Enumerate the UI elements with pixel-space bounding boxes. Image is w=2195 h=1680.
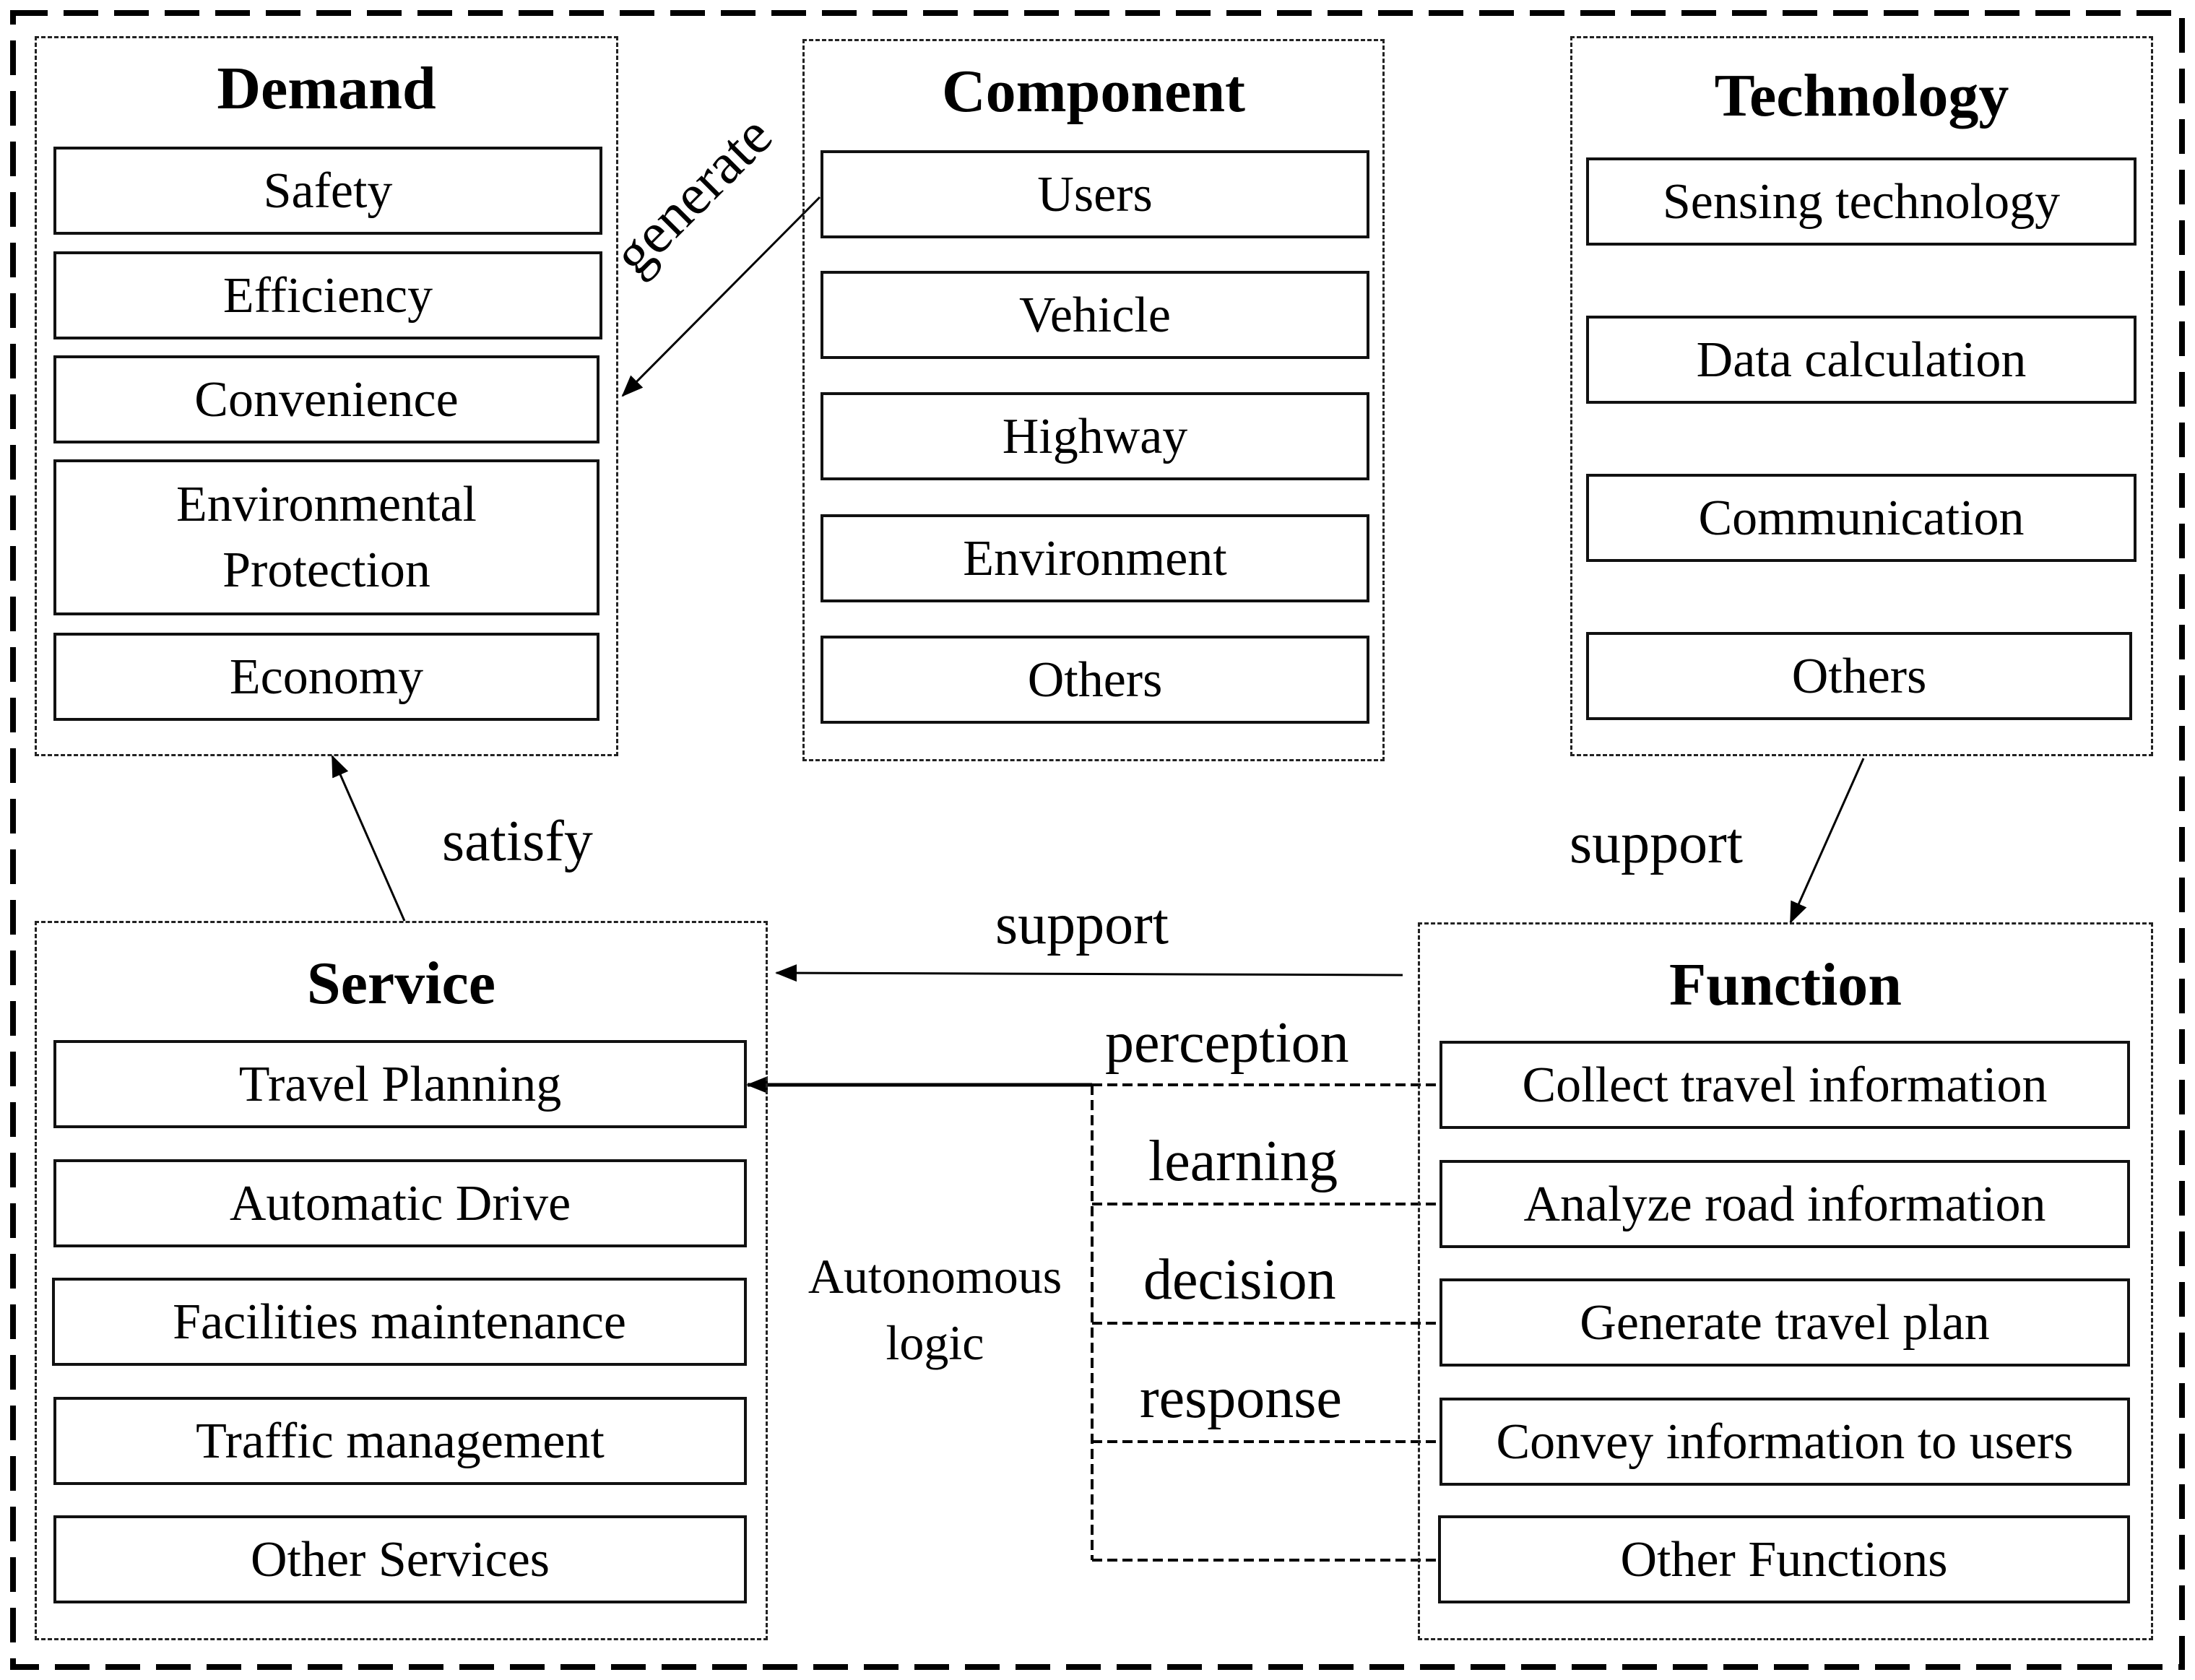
component-group: Component xyxy=(802,39,1385,761)
component-item-others: Others xyxy=(821,636,1369,724)
demand-item-efficiency: Efficiency xyxy=(53,251,602,339)
component-title: Component xyxy=(941,58,1246,125)
function-item-analyze: Analyze road information xyxy=(1439,1160,2130,1248)
support-func-arrow xyxy=(775,964,1403,982)
service-item-facilities-maintenance: Facilities maintenance xyxy=(52,1278,747,1366)
service-title: Service xyxy=(306,950,496,1017)
outer-frame xyxy=(10,10,2185,1670)
demand-item-environmental-protection: Environmental Protection xyxy=(53,459,599,615)
technology-item-communication: Communication xyxy=(1586,474,2136,562)
technology-item-others: Others xyxy=(1586,632,2132,720)
autonomous-logic-label: Autonomous logic xyxy=(808,1249,1062,1370)
component-item-environment: Environment xyxy=(821,514,1369,602)
component-item-vehicle: Vehicle xyxy=(821,271,1369,359)
service-item-automatic-drive: Automatic Drive xyxy=(53,1159,747,1247)
demand-item-convenience: Convenience xyxy=(53,355,599,443)
function-title: Function xyxy=(1668,951,1902,1018)
learning-label: learning xyxy=(1148,1130,1338,1193)
function-group: Function xyxy=(1418,922,2153,1640)
technology-item-data-calculation: Data calculation xyxy=(1586,316,2136,404)
support-tech-arrow xyxy=(1789,758,1865,924)
function-item-generate-plan: Generate travel plan xyxy=(1439,1278,2130,1367)
response-label: response xyxy=(1140,1367,1342,1430)
support-func-label: support xyxy=(995,893,1169,956)
component-item-highway: Highway xyxy=(821,392,1369,480)
satisfy-arrow xyxy=(331,755,406,922)
function-item-convey: Convey information to users xyxy=(1439,1398,2130,1486)
component-item-users: Users xyxy=(821,150,1369,238)
service-group: Service xyxy=(35,921,768,1640)
function-item-other-functions: Other Functions xyxy=(1438,1515,2130,1603)
service-item-travel-planning: Travel Planning xyxy=(53,1040,747,1128)
satisfy-label: satisfy xyxy=(442,810,593,873)
demand-item-safety: Safety xyxy=(53,147,602,235)
technology-item-sensing: Sensing technology xyxy=(1586,157,2136,246)
generate-arrow xyxy=(621,196,821,397)
perception-label: perception xyxy=(1105,1011,1349,1075)
technology-group: Technology xyxy=(1570,36,2153,756)
demand-group: Demand xyxy=(35,36,618,756)
service-item-other-services: Other Services xyxy=(53,1515,747,1603)
function-item-collect: Collect travel information xyxy=(1439,1041,2130,1129)
service-item-traffic-management: Traffic management xyxy=(53,1397,747,1485)
technology-title: Technology xyxy=(1714,62,2009,129)
decision-label: decision xyxy=(1143,1248,1336,1312)
support-tech-label: support xyxy=(1570,812,1743,875)
demand-title: Demand xyxy=(217,55,436,122)
demand-item-economy: Economy xyxy=(53,633,599,721)
